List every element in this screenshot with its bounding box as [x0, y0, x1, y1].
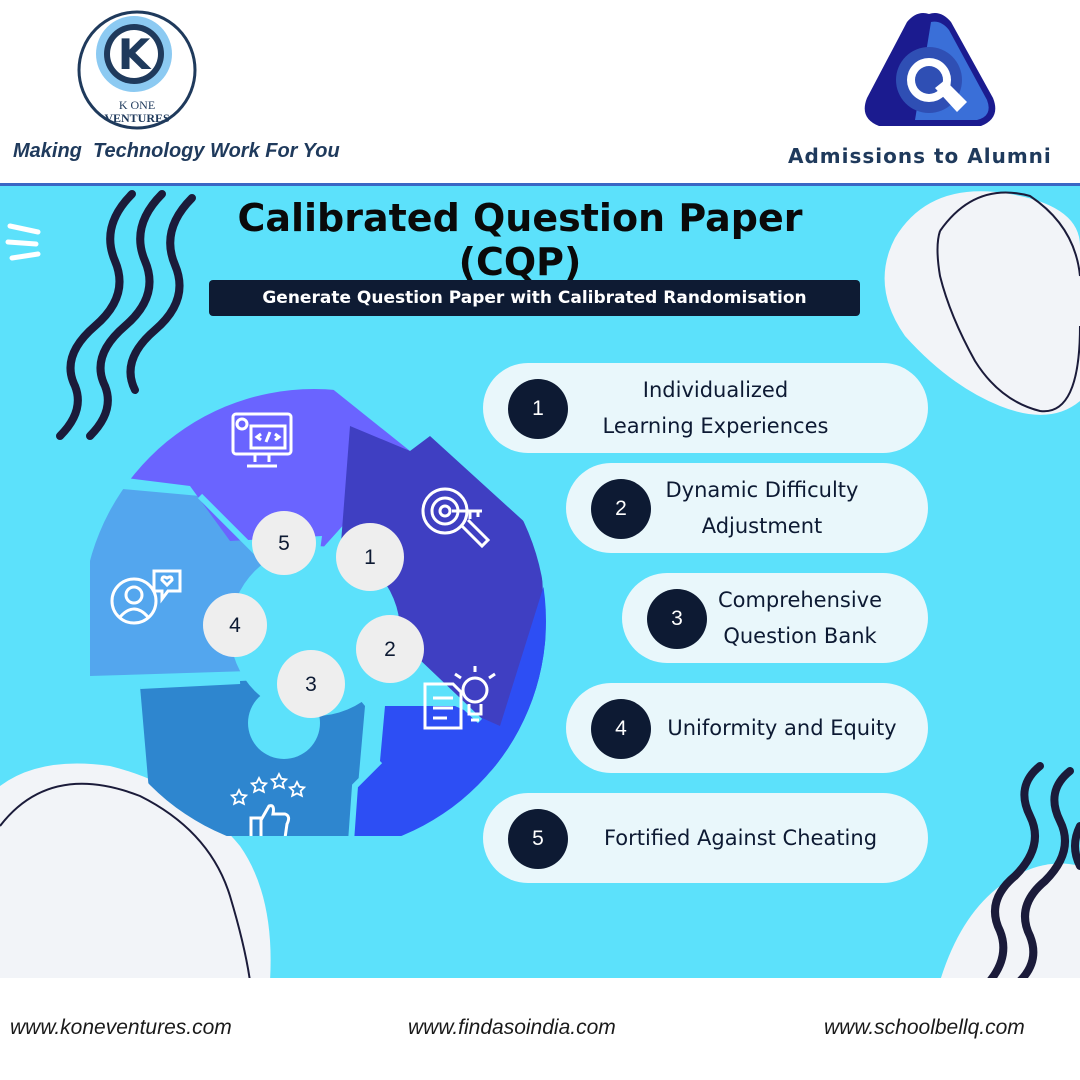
- cycle-badge-1: 1: [336, 523, 404, 591]
- feature-number-1: 1: [508, 379, 568, 439]
- footer: www.koneventures.com www.findasoindia.co…: [0, 978, 1080, 1080]
- title-line-1: Calibrated Question Paper: [237, 196, 803, 240]
- feature-label-4: Uniformity and Equity: [646, 683, 918, 773]
- svg-text:K ONE: K ONE: [119, 98, 155, 112]
- svg-text:Q: Q: [929, 6, 930, 7]
- svg-text:1: 1: [364, 546, 376, 569]
- feature-number-4: 4: [591, 699, 651, 759]
- idea-document-icon: [423, 666, 496, 730]
- svg-text:5: 5: [278, 532, 290, 555]
- svg-text:K: K: [118, 30, 152, 79]
- feature-label-2-line-1: Dynamic Difficulty: [665, 478, 859, 502]
- star-rating-thumbs-up-icon: [229, 771, 307, 836]
- page-title: Calibrated Question Paper (CQP): [0, 196, 1040, 284]
- footer-link-findasoindia[interactable]: www.findasoindia.com: [408, 1016, 616, 1039]
- svg-text:VENTURES: VENTURES: [104, 111, 170, 125]
- feature-label-1-line-2: Learning Experiences: [602, 414, 829, 438]
- cycle-badge-4: 4: [203, 593, 267, 657]
- feature-item-4: 4 Uniformity and Equity: [566, 683, 928, 773]
- decorative-background: [0, 190, 1080, 978]
- cycle-diagram: 5 1 4 2 3: [90, 389, 546, 836]
- feature-item-5: 5 Fortified Against Cheating: [483, 793, 928, 883]
- code-monitor-icon: [231, 412, 293, 468]
- cycle-badge-2: 2: [356, 615, 424, 683]
- cycle-badge-3: 3: [277, 650, 345, 718]
- feature-label-5-line-1: Fortified Against Cheating: [603, 826, 878, 850]
- key-search-icon: [421, 487, 491, 549]
- q-tagline: Admissions to Alumni: [788, 144, 1052, 168]
- tagline: Making Technology Work For You: [13, 140, 340, 162]
- subtitle-banner: Generate Question Paper with Calibrated …: [209, 280, 860, 316]
- feature-item-3: 3 Comprehensive Question Bank: [622, 573, 928, 663]
- feature-label-3-line-2: Question Bank: [723, 624, 877, 648]
- feature-label-3: Comprehensive Question Bank: [707, 573, 893, 663]
- svg-text:3: 3: [305, 673, 317, 696]
- feature-label-5: Fortified Against Cheating: [578, 793, 903, 883]
- header: K K ONE VENTURES Making Technology Work …: [0, 0, 1080, 185]
- feature-label-1: Individualized Learning Experiences: [578, 363, 853, 453]
- footer-link-koneventures[interactable]: www.koneventures.com: [10, 1016, 232, 1039]
- feature-label-4-line-1: Uniformity and Equity: [667, 716, 897, 740]
- feature-label-3-line-1: Comprehensive: [717, 588, 883, 612]
- schoolbell-q-logo: Q: [864, 6, 996, 126]
- feature-item-2: 2 Dynamic Difficulty Adjustment: [566, 463, 928, 553]
- feature-item-1: 1 Individualized Learning Experiences: [483, 363, 928, 453]
- cycle-segment-2: [340, 566, 546, 836]
- user-heart-icon: [110, 569, 182, 625]
- svg-text:2: 2: [384, 638, 396, 661]
- svg-text:4: 4: [229, 614, 241, 637]
- main-panel: Calibrated Question Paper (CQP) Generate…: [0, 183, 1080, 978]
- footer-link-schoolbellq[interactable]: www.schoolbellq.com: [824, 1016, 1025, 1039]
- kone-ventures-logo: K K ONE VENTURES: [77, 10, 197, 130]
- feature-label-2: Dynamic Difficulty Adjustment: [651, 463, 873, 553]
- feature-label-2-line-2: Adjustment: [701, 514, 823, 538]
- feature-label-1-line-1: Individualized: [642, 378, 789, 402]
- feature-number-3: 3: [647, 589, 707, 649]
- feature-number-5: 5: [508, 809, 568, 869]
- title-line-2: (CQP): [458, 240, 582, 284]
- feature-number-2: 2: [591, 479, 651, 539]
